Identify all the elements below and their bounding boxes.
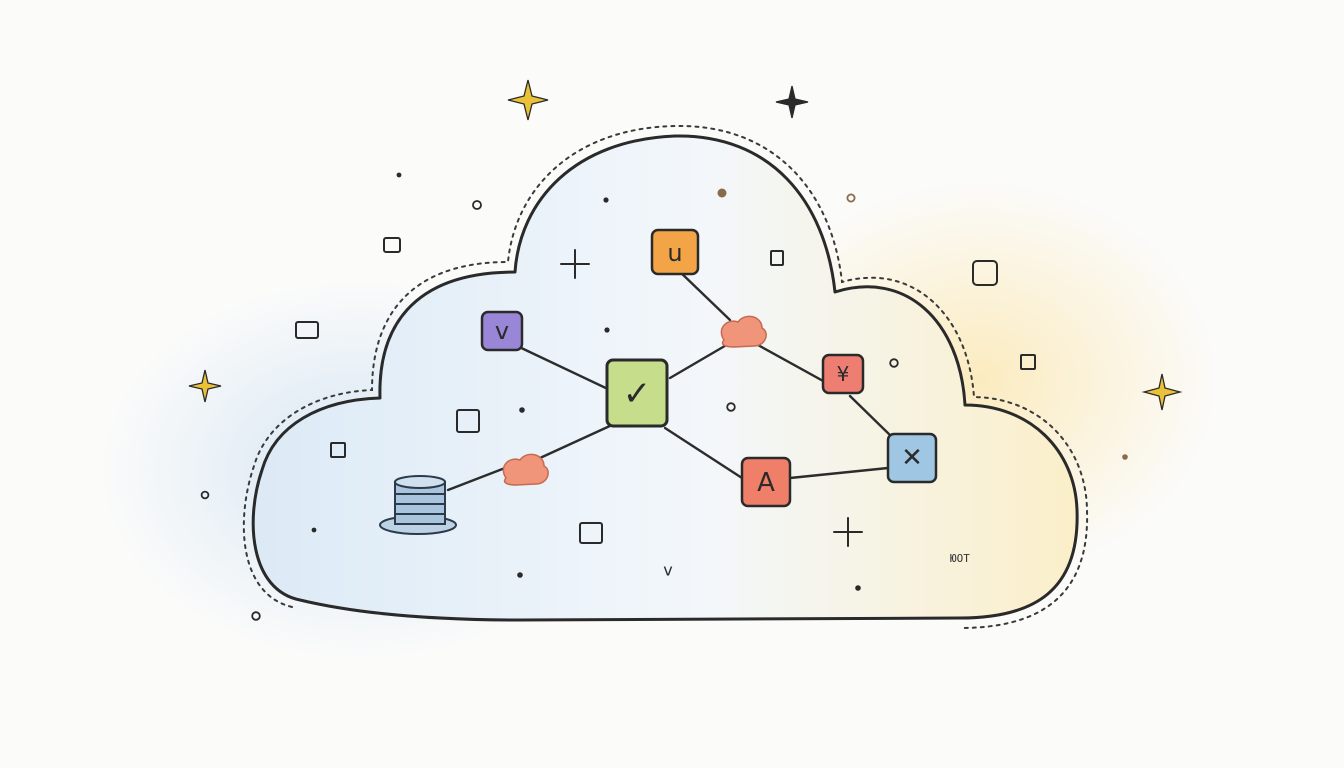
square-icon	[456, 409, 480, 433]
sparkle-icon	[1141, 373, 1183, 411]
node-x: ✕	[886, 432, 938, 484]
plus-icon	[560, 249, 590, 279]
node-u: u	[650, 228, 700, 276]
square-icon	[330, 442, 346, 458]
hub-cloud-top	[720, 315, 767, 348]
sparkle-icon	[507, 79, 549, 121]
node-a: A	[740, 456, 792, 508]
node-a-label: A	[757, 468, 775, 498]
plus-marks	[560, 249, 863, 547]
node-x-label: ✕	[901, 443, 923, 473]
scribble-bottom-right: ЮОТ	[950, 552, 970, 565]
node-v: v	[480, 310, 524, 352]
small-squares	[295, 237, 1036, 544]
edge-yen-x	[848, 394, 897, 442]
edge-hub2-database	[446, 466, 507, 492]
sparkle-icon	[775, 85, 809, 119]
square-icon	[383, 237, 401, 253]
database-icon	[379, 475, 457, 535]
node-check-label: ✓	[623, 374, 652, 414]
square-icon	[579, 522, 603, 544]
square-icon	[972, 260, 998, 286]
sparkle-icon	[188, 369, 222, 403]
sparkle-icons	[188, 79, 1183, 411]
node-yen: ¥	[821, 353, 865, 395]
square-icon	[770, 250, 784, 266]
node-check: ✓	[605, 358, 669, 428]
edge-v-check	[513, 343, 612, 392]
hub-cloud-bottom	[502, 453, 549, 486]
edge-check-hub2	[538, 423, 614, 460]
edge-check-a	[663, 426, 744, 480]
edge-hub-check	[668, 338, 737, 380]
edge-u-hub	[676, 268, 732, 322]
node-v-label: v	[495, 317, 509, 345]
network-connections	[446, 268, 897, 492]
edge-hub-yen	[756, 343, 827, 384]
plus-icon	[833, 517, 863, 547]
node-yen-label: ¥	[837, 362, 850, 386]
edge-a-x	[788, 466, 890, 480]
square-icon	[295, 321, 319, 339]
scattered-dots	[200, 172, 1128, 621]
square-icon	[1020, 354, 1036, 370]
node-u-label: u	[667, 239, 682, 267]
scribble-v: v	[663, 561, 672, 580]
